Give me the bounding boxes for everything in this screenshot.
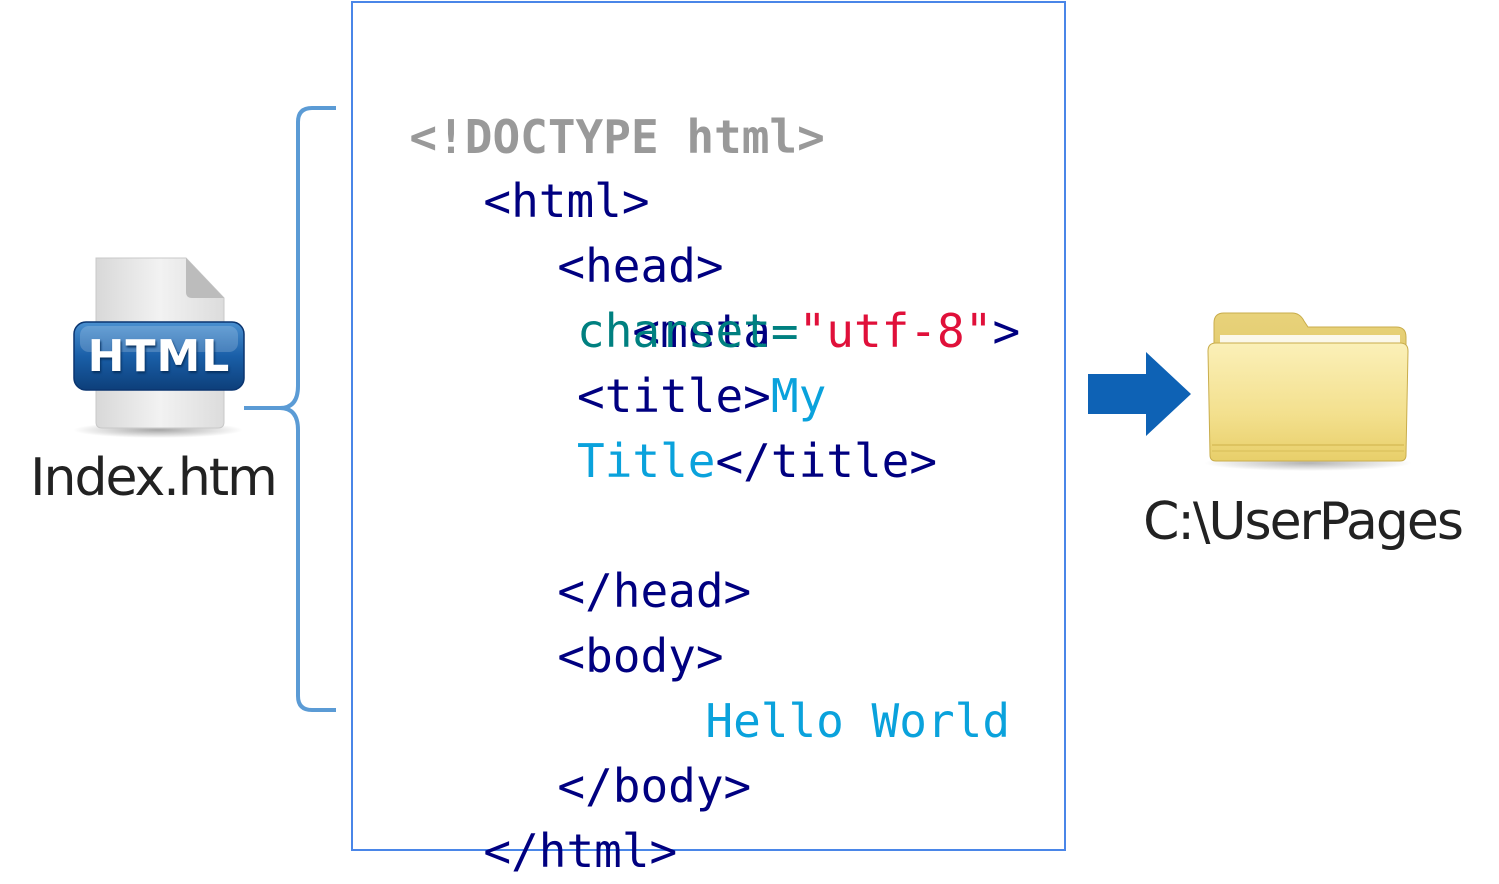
- code-line-meta: <meta: [577, 234, 770, 358]
- html-file-icon: [66, 250, 251, 445]
- title-open-tag: <title>: [577, 369, 771, 423]
- title-text-first: My: [770, 369, 827, 423]
- meta-close-bracket: >: [992, 304, 1021, 358]
- code-line-head-close: </head>: [502, 494, 751, 618]
- folder-path-label: C:\UserPages: [1143, 492, 1464, 552]
- code-line-doctype: <!DOCTYPE html>: [354, 40, 824, 164]
- body-close-tag: </body>: [557, 759, 752, 813]
- meta-charset-value: "utf-8": [798, 304, 993, 358]
- folder-icon: [1200, 305, 1415, 475]
- code-panel: [351, 1, 1066, 851]
- code-line-body-text: Hello World: [650, 624, 1010, 748]
- code-line-title-open: <title>My: [577, 364, 826, 429]
- html-close-tag: </html>: [483, 824, 678, 878]
- body-open-tag: <body>: [557, 629, 724, 683]
- meta-open-tag: <meta: [632, 304, 771, 358]
- code-line-body-close: </body>: [502, 689, 751, 813]
- meta-charset-attribute: charset=: [577, 304, 799, 358]
- head-close-tag: </head>: [557, 564, 752, 618]
- html-open-tag: <html>: [483, 174, 650, 228]
- body-text: Hello World: [705, 694, 1011, 748]
- code-line-body-open: <body>: [502, 559, 723, 683]
- html-badge-text: HTML: [87, 331, 231, 382]
- doctype-declaration: <!DOCTYPE html>: [409, 110, 825, 164]
- head-open-tag: <head>: [557, 239, 724, 293]
- title-close-tag: </title>: [715, 434, 938, 488]
- file-name-label: Index.htm: [30, 448, 278, 508]
- bracket-connector: [240, 100, 340, 720]
- title-text-second: Title: [577, 434, 716, 488]
- code-line-head-open: <head>: [502, 169, 723, 293]
- code-line-meta-charset: charset="utf-8">: [577, 299, 1020, 364]
- right-arrow-icon: [1088, 352, 1193, 436]
- code-line-title-close: Title</title>: [577, 429, 937, 494]
- code-line-html-open: <html>: [428, 104, 649, 228]
- code-line-html-close: </html>: [428, 754, 677, 878]
